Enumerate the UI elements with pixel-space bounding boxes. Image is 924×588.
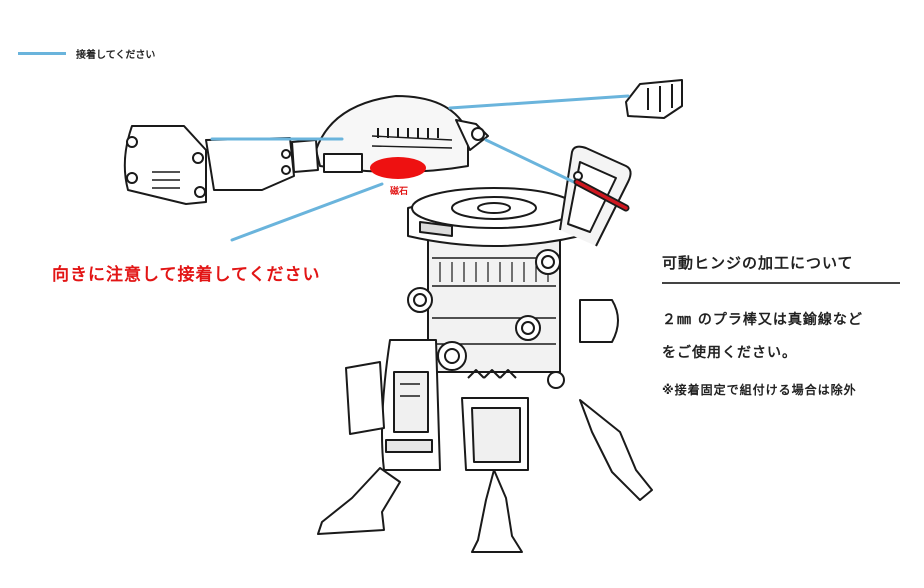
- glue-line: [448, 94, 630, 110]
- hinge-note-footnote: ※接着固定で組付ける場合は除外: [662, 383, 857, 397]
- side-cylinders: [407, 249, 619, 389]
- glue-line: [230, 182, 384, 242]
- upper-canopy: [291, 95, 489, 173]
- legend-label: 接着してください: [76, 49, 156, 61]
- front-panels: [345, 339, 529, 471]
- hinge-rod-highlight: [575, 180, 628, 210]
- glue-line: [484, 138, 580, 186]
- magnet-label: 磁石: [390, 187, 409, 197]
- hinge-arm: [559, 145, 632, 247]
- legs: [317, 399, 653, 553]
- hinge-note-title: 可動ヒンジの加工について: [662, 252, 900, 284]
- small-part: [625, 79, 683, 119]
- front-visor: [123, 125, 295, 205]
- legend: 接着してください: [18, 44, 155, 62]
- orientation-warning: 向きに注意して接着してください: [52, 265, 321, 285]
- legend-glue-line: [18, 51, 66, 55]
- hinge-note-line1: ２㎜ のプラ棒又は真鍮線など: [662, 312, 863, 328]
- turret-plate: [407, 187, 581, 247]
- hinge-note-body: ２㎜ のプラ棒又は真鍮線など をご使用ください。 ※接着固定で組付ける場合は除外: [662, 304, 912, 407]
- hinge-note: 可動ヒンジの加工について ２㎜ のプラ棒又は真鍮線など をご使用ください。 ※接…: [662, 252, 912, 407]
- hinge-note-line2: をご使用ください。: [662, 345, 797, 361]
- magnet-marker: [370, 157, 426, 179]
